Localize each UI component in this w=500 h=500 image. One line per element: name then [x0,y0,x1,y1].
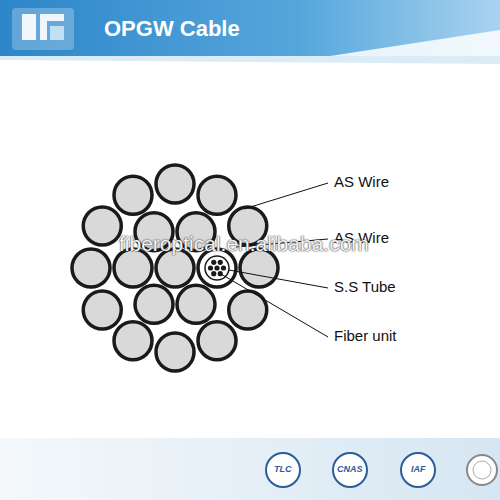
part-label: AS Wire [334,174,389,191]
fiber-unit [218,260,223,265]
part-label: S.S Tube [334,279,396,296]
as-wire [177,285,215,323]
cert-logo-text: IAF [411,465,426,475]
fiber-unit [221,265,226,270]
fiber-unit [218,271,223,276]
fiber-unit [211,271,216,276]
part-label: Fiber unit [334,328,397,345]
fiber-unit [208,265,213,270]
as-wire [72,249,110,287]
as-wire [83,291,121,329]
as-wire [156,333,194,371]
cert-logo-text: TLC [274,465,292,475]
as-wire [114,322,152,360]
watermark: fiberoptical.en.alibaba.com [119,232,369,255]
header-title: OPGW Cable [104,17,240,41]
as-wire [135,285,173,323]
fiber-unit [211,260,216,265]
as-wire [198,322,236,360]
cert-logo-text: CNAS [337,465,363,475]
fiber-unit [214,265,219,270]
as-wire [83,207,121,245]
as-wire [156,165,194,203]
as-wire [229,291,267,329]
as-wire [114,176,152,214]
as-wire [198,176,236,214]
